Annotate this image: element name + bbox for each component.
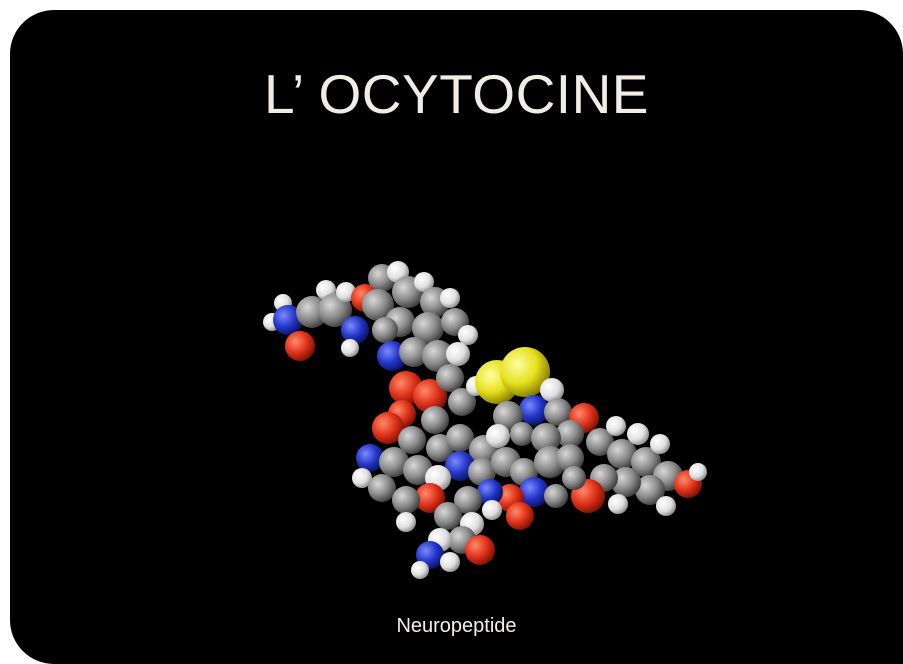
slide-caption: Neuropeptide <box>396 615 517 637</box>
slide-frame: L’ OCYTOCINE <box>10 10 903 664</box>
slide-title: L’ OCYTOCINE <box>264 63 649 125</box>
molecule-atoms <box>263 261 707 579</box>
oxytocin-molecule-icon <box>263 261 707 579</box>
